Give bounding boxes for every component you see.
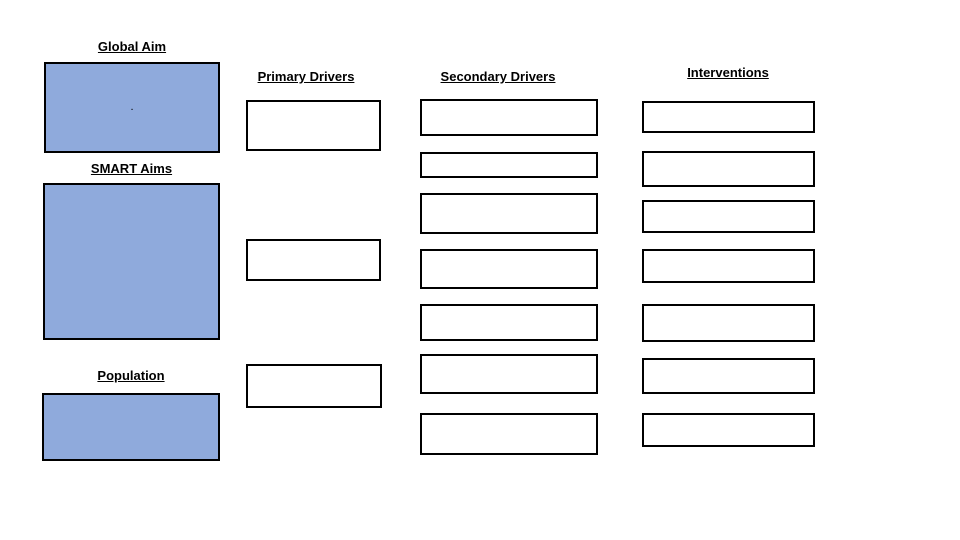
- secondary-drivers-header: Secondary Drivers: [440, 69, 556, 84]
- global-aim-label: Global Aim: [97, 39, 167, 54]
- smart-aims-label: SMART Aims: [90, 161, 173, 176]
- global-aim-placeholder-text: .: [130, 101, 134, 113]
- secondary-driver-box-3[interactable]: [420, 193, 598, 234]
- intervention-box-1[interactable]: [642, 101, 815, 133]
- secondary-driver-box-4[interactable]: [420, 249, 598, 289]
- secondary-driver-box-1[interactable]: [420, 99, 598, 136]
- population-label: Population: [97, 368, 165, 383]
- primary-drivers-header: Primary Drivers: [257, 69, 355, 84]
- intervention-box-6[interactable]: [642, 358, 815, 394]
- intervention-box-5[interactable]: [642, 304, 815, 342]
- global-aim-box[interactable]: .: [44, 62, 220, 153]
- secondary-driver-box-2[interactable]: [420, 152, 598, 178]
- secondary-driver-box-5[interactable]: [420, 304, 598, 341]
- intervention-box-7[interactable]: [642, 413, 815, 447]
- secondary-driver-box-6[interactable]: [420, 354, 598, 394]
- secondary-driver-box-7[interactable]: [420, 413, 598, 455]
- interventions-header: Interventions: [687, 65, 769, 80]
- population-box[interactable]: [42, 393, 220, 461]
- primary-driver-box-3[interactable]: [246, 364, 382, 408]
- smart-aims-box[interactable]: [43, 183, 220, 340]
- intervention-box-3[interactable]: [642, 200, 815, 233]
- intervention-box-2[interactable]: [642, 151, 815, 187]
- primary-driver-box-2[interactable]: [246, 239, 381, 281]
- intervention-box-4[interactable]: [642, 249, 815, 283]
- primary-driver-box-1[interactable]: [246, 100, 381, 151]
